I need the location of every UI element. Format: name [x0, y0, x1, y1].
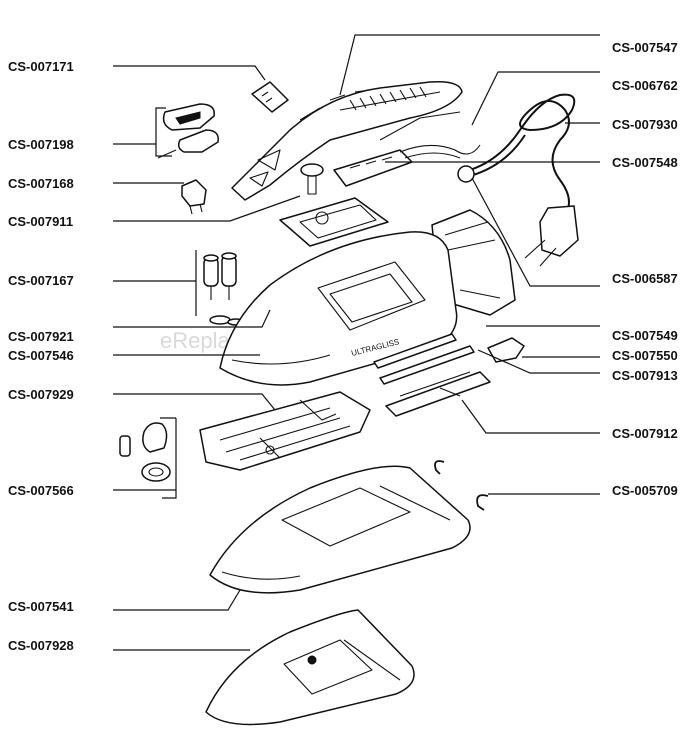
element-bracket-part: [385, 371, 491, 417]
connector-part: [181, 179, 207, 215]
part-label: CS-007548: [612, 155, 678, 170]
fill-door-part: [279, 197, 389, 247]
part-label: CS-007913: [612, 368, 678, 383]
part-label: CS-007547: [612, 40, 678, 55]
hook-part: [487, 337, 525, 363]
pump-assembly-part: [203, 252, 245, 326]
wire-harness-part: [399, 144, 481, 159]
part-label: CS-005709: [612, 483, 678, 498]
part-label: CS-006587: [612, 271, 678, 286]
clip-part: [251, 81, 289, 113]
part-label: CS-007928: [8, 638, 74, 653]
leader-lines: [113, 34, 600, 651]
part-label: CS-007549: [612, 328, 678, 343]
part-label: CS-007912: [612, 426, 678, 441]
internal-frame-part: [199, 391, 371, 471]
part-label: CS-007550: [612, 348, 678, 363]
rod-part: [373, 333, 475, 385]
part-label: CS-007566: [8, 483, 74, 498]
circlip-part: [434, 460, 489, 511]
part-label: CS-007198: [8, 137, 74, 152]
part-label: CS-007930: [612, 117, 678, 132]
part-label: CS-007541: [8, 599, 74, 614]
seal-kit-part: [119, 422, 171, 482]
control-buttons-part: [157, 103, 219, 159]
handle-cover-part: [231, 80, 463, 201]
part-label: CS-007171: [8, 59, 74, 74]
part-label: CS-007546: [8, 348, 74, 363]
soleplate-cover-part: [209, 465, 471, 594]
power-cord-part: [457, 93, 579, 267]
part-label: CS-007911: [8, 214, 73, 229]
iron-body-part: ULTRAGLISS: [219, 231, 458, 386]
selector-knob-part: [300, 163, 324, 195]
part-label: CS-007168: [8, 176, 74, 191]
part-labels: CS-007171 CS-007198 CS-007168 CS-007911 …: [8, 40, 678, 653]
soleplate-part: [205, 609, 415, 726]
part-label: CS-007921: [8, 329, 74, 344]
part-label: CS-006762: [612, 78, 678, 93]
part-label: CS-007929: [8, 387, 74, 402]
part-label: CS-007167: [8, 273, 74, 288]
